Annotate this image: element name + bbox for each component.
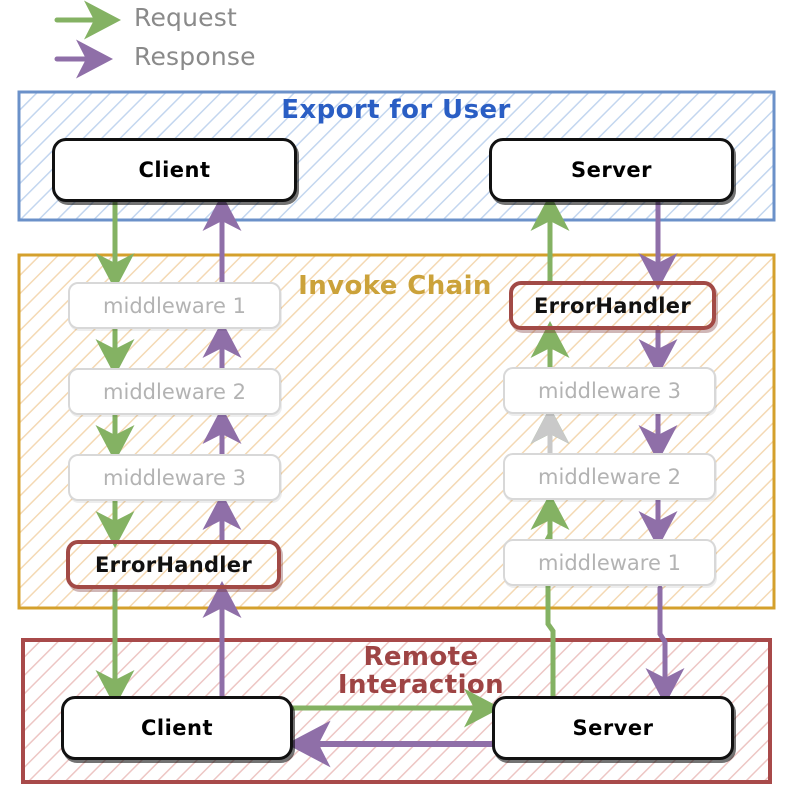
node-left-middleware-2[interactable]: middleware 2	[68, 368, 281, 415]
legend-label-response: Response	[134, 42, 256, 71]
legend-label-request: Request	[134, 3, 237, 32]
node-right-middleware-1[interactable]: middleware 1	[503, 539, 716, 586]
section-title-export-for-user: Export for User	[281, 95, 511, 125]
node-export-client[interactable]: Client	[52, 138, 297, 202]
node-left-middleware-1[interactable]: middleware 1	[68, 282, 281, 329]
section-title-remote-interaction: Remote Interaction	[337, 642, 505, 701]
node-left-errorhandler[interactable]: ErrorHandler	[66, 540, 281, 589]
section-title-invoke-chain: Invoke Chain	[298, 271, 492, 301]
node-export-server[interactable]: Server	[489, 138, 734, 202]
flow-response-right	[638, 197, 685, 706]
node-left-middleware-3[interactable]: middleware 3	[68, 454, 281, 501]
node-right-middleware-3[interactable]: middleware 3	[503, 367, 716, 414]
node-remote-server[interactable]: Server	[492, 696, 734, 760]
node-right-errorhandler[interactable]: ErrorHandler	[509, 281, 716, 330]
node-right-middleware-2[interactable]: middleware 2	[503, 453, 716, 500]
node-remote-client[interactable]: Client	[61, 696, 293, 760]
